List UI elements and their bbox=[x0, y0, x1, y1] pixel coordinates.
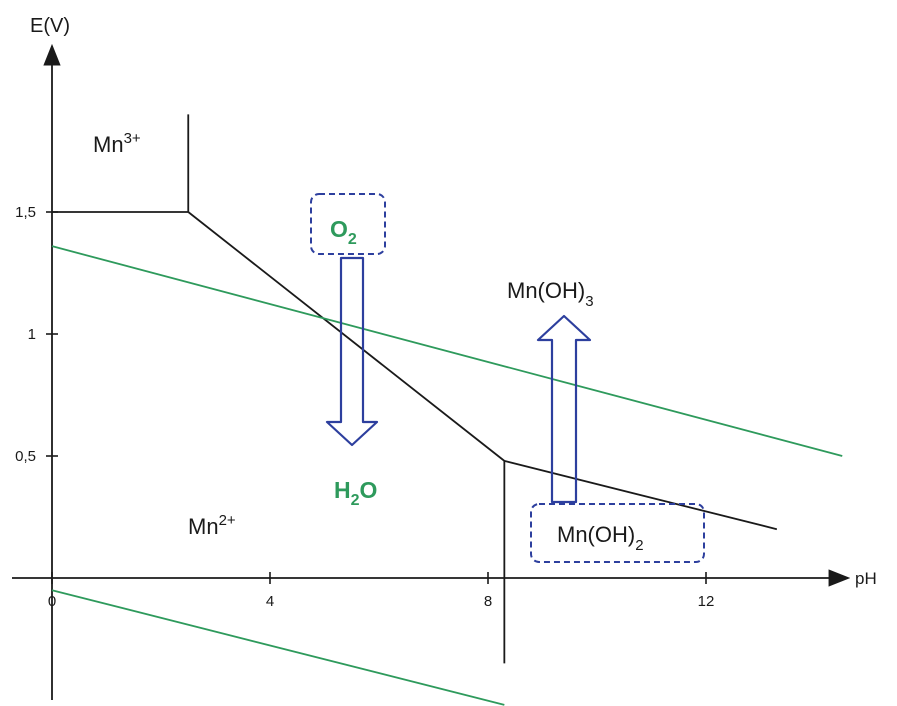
up-arrow-icon bbox=[536, 314, 592, 504]
x-axis-label: pH bbox=[855, 569, 877, 588]
label-mn3: Mn3+ bbox=[93, 130, 141, 157]
y-tick-label: 1,5 bbox=[15, 204, 36, 221]
o2-dashed-box bbox=[310, 193, 386, 255]
label-mn2: Mn2+ bbox=[188, 512, 236, 539]
boundary-lines bbox=[51, 114, 843, 706]
label-h2o: H2O bbox=[334, 477, 377, 509]
water-stability-line bbox=[51, 589, 505, 706]
y-tick-label: 1 bbox=[28, 326, 36, 343]
water-stability-line bbox=[51, 245, 843, 457]
x-tick-label: 8 bbox=[484, 593, 492, 610]
mnoh2-dashed-box bbox=[530, 503, 705, 563]
x-tick-label: 0 bbox=[48, 593, 56, 610]
y-tick-label: 0,5 bbox=[15, 448, 36, 465]
label-o2: O2 bbox=[330, 216, 357, 248]
label-mnoh3: Mn(OH)3 bbox=[507, 278, 594, 310]
label-mnoh2: Mn(OH)2 bbox=[557, 522, 644, 554]
down-arrow-icon bbox=[325, 256, 379, 447]
x-ticks: 0 4 8 12 bbox=[48, 572, 715, 610]
y-axis-label: E(V) bbox=[30, 15, 70, 37]
boundary-line bbox=[187, 211, 778, 531]
x-tick-label: 12 bbox=[698, 593, 715, 610]
x-tick-label: 4 bbox=[266, 593, 274, 610]
